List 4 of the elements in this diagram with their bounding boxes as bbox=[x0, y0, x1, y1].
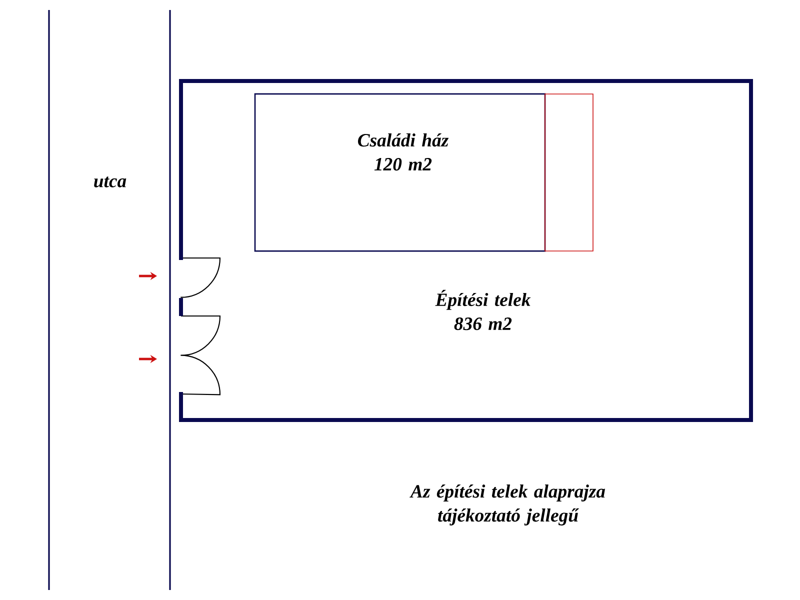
house-box: Családi ház 120 m2 bbox=[254, 93, 546, 252]
caption: Az építési telek alaprajza tájékoztató jellegű bbox=[410, 484, 606, 526]
extension-box bbox=[544, 94, 594, 252]
street-label: utca bbox=[94, 176, 126, 188]
